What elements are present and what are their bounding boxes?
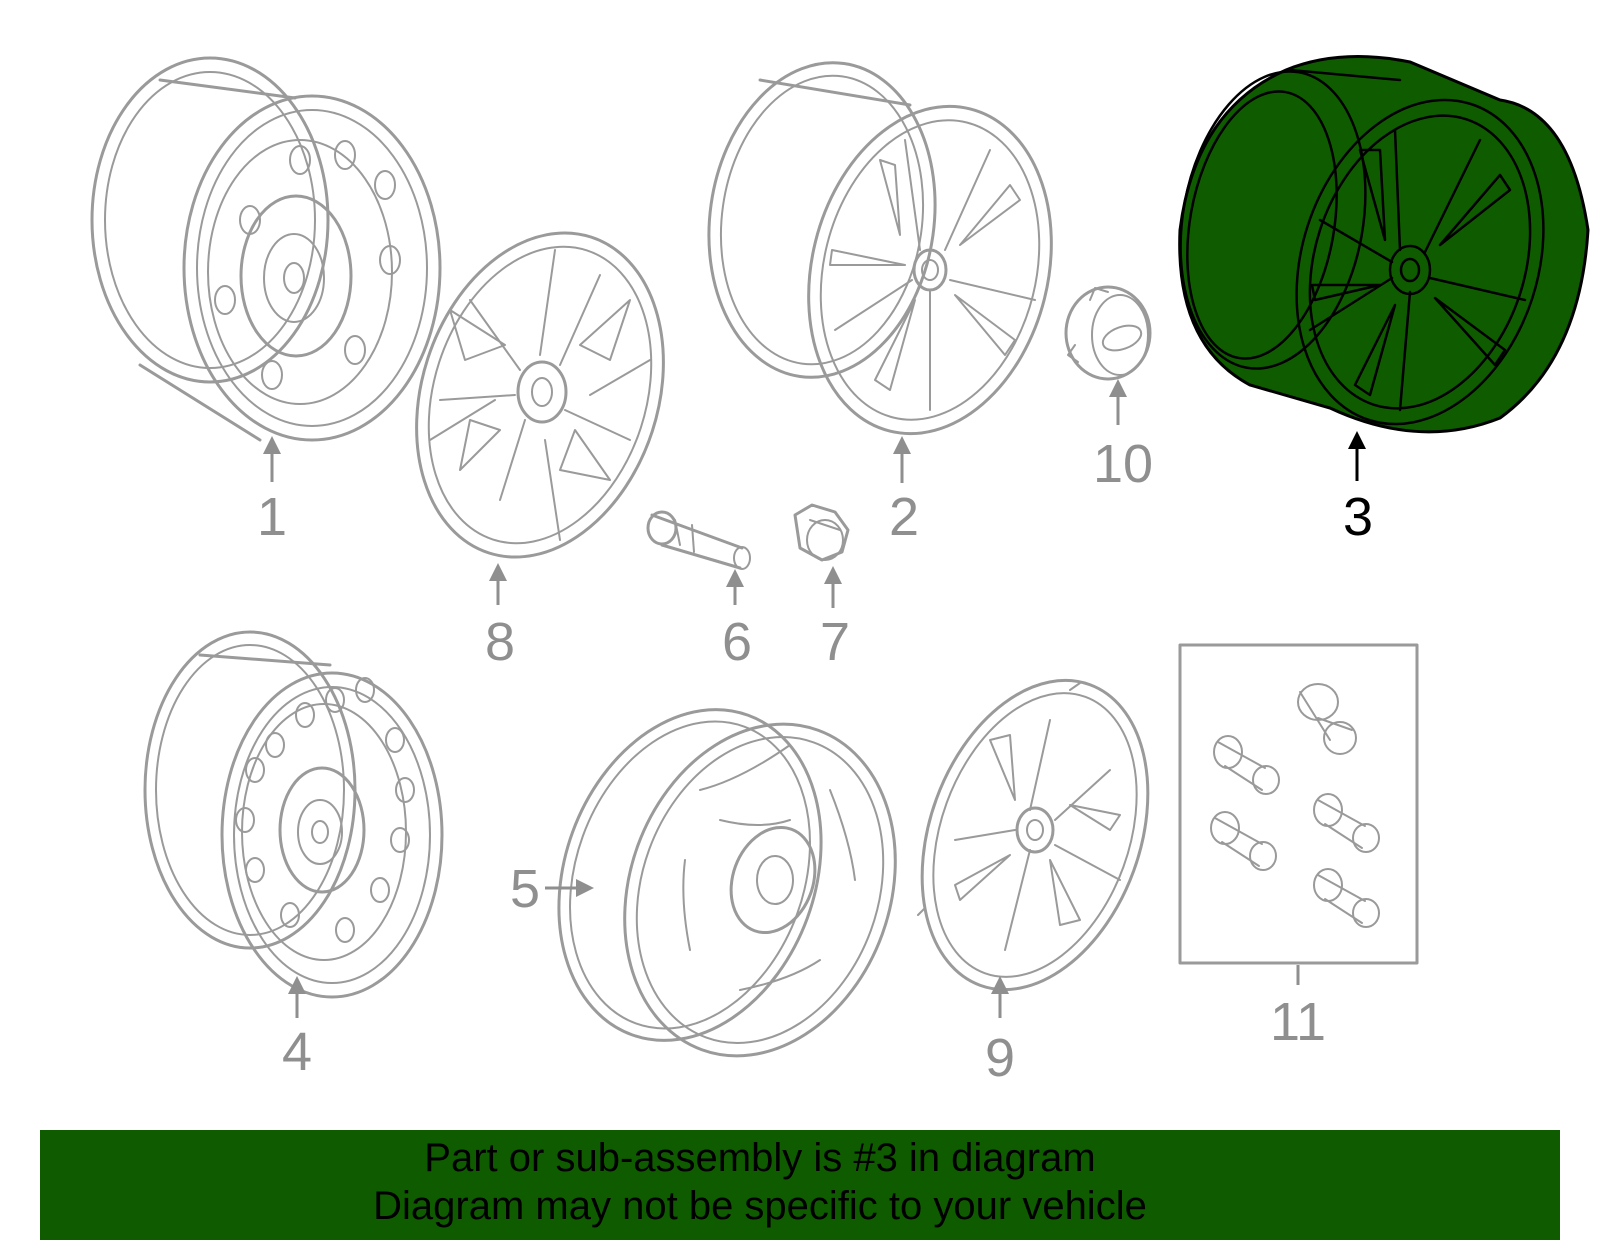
banner-text: Part or sub-assembly is #3 in diagram Di… — [40, 1134, 1480, 1230]
lock-nut-4 — [1313, 868, 1380, 928]
lock-key-socket — [1297, 683, 1357, 755]
part-5-wheel[interactable] — [514, 672, 940, 1094]
lock-nut-3 — [1313, 793, 1380, 853]
part-10-center-cap[interactable] — [1064, 285, 1152, 381]
lock-nut-1 — [1213, 735, 1280, 795]
part-8-wheel-cover[interactable] — [376, 201, 703, 590]
banner-line-2: Diagram may not be specific to your vehi… — [373, 1184, 1147, 1228]
part-3-alloy-wheel-highlighted[interactable] — [1158, 55, 1590, 457]
part-7-lug-nut[interactable] — [793, 503, 850, 562]
callout-6: 6 — [722, 612, 752, 672]
callout-3: 3 — [1343, 487, 1373, 547]
part-6-valve-stem[interactable] — [646, 510, 751, 570]
callout-9: 9 — [985, 1028, 1015, 1088]
callout-1: 1 — [257, 487, 287, 547]
part-4-spare-steel-wheel[interactable] — [143, 630, 444, 999]
callout-7: 7 — [820, 612, 850, 672]
callout-11: 11 — [1270, 992, 1326, 1052]
part-9-wheel-cover[interactable] — [882, 649, 1189, 1022]
info-banner — [40, 1130, 1560, 1240]
banner-line-1: Part or sub-assembly is #3 in diagram — [424, 1136, 1096, 1180]
part-1-steel-wheel[interactable] — [90, 56, 442, 442]
callout-8: 8 — [485, 612, 515, 672]
callout-5: 5 — [510, 859, 540, 919]
callout-2: 2 — [889, 487, 919, 547]
callout-4: 4 — [282, 1022, 312, 1082]
part-2-alloy-wheel[interactable] — [689, 48, 1085, 460]
callout-10: 10 — [1093, 434, 1153, 494]
part-11-lock-kit[interactable] — [1178, 643, 1419, 965]
lock-nut-2 — [1210, 811, 1277, 871]
